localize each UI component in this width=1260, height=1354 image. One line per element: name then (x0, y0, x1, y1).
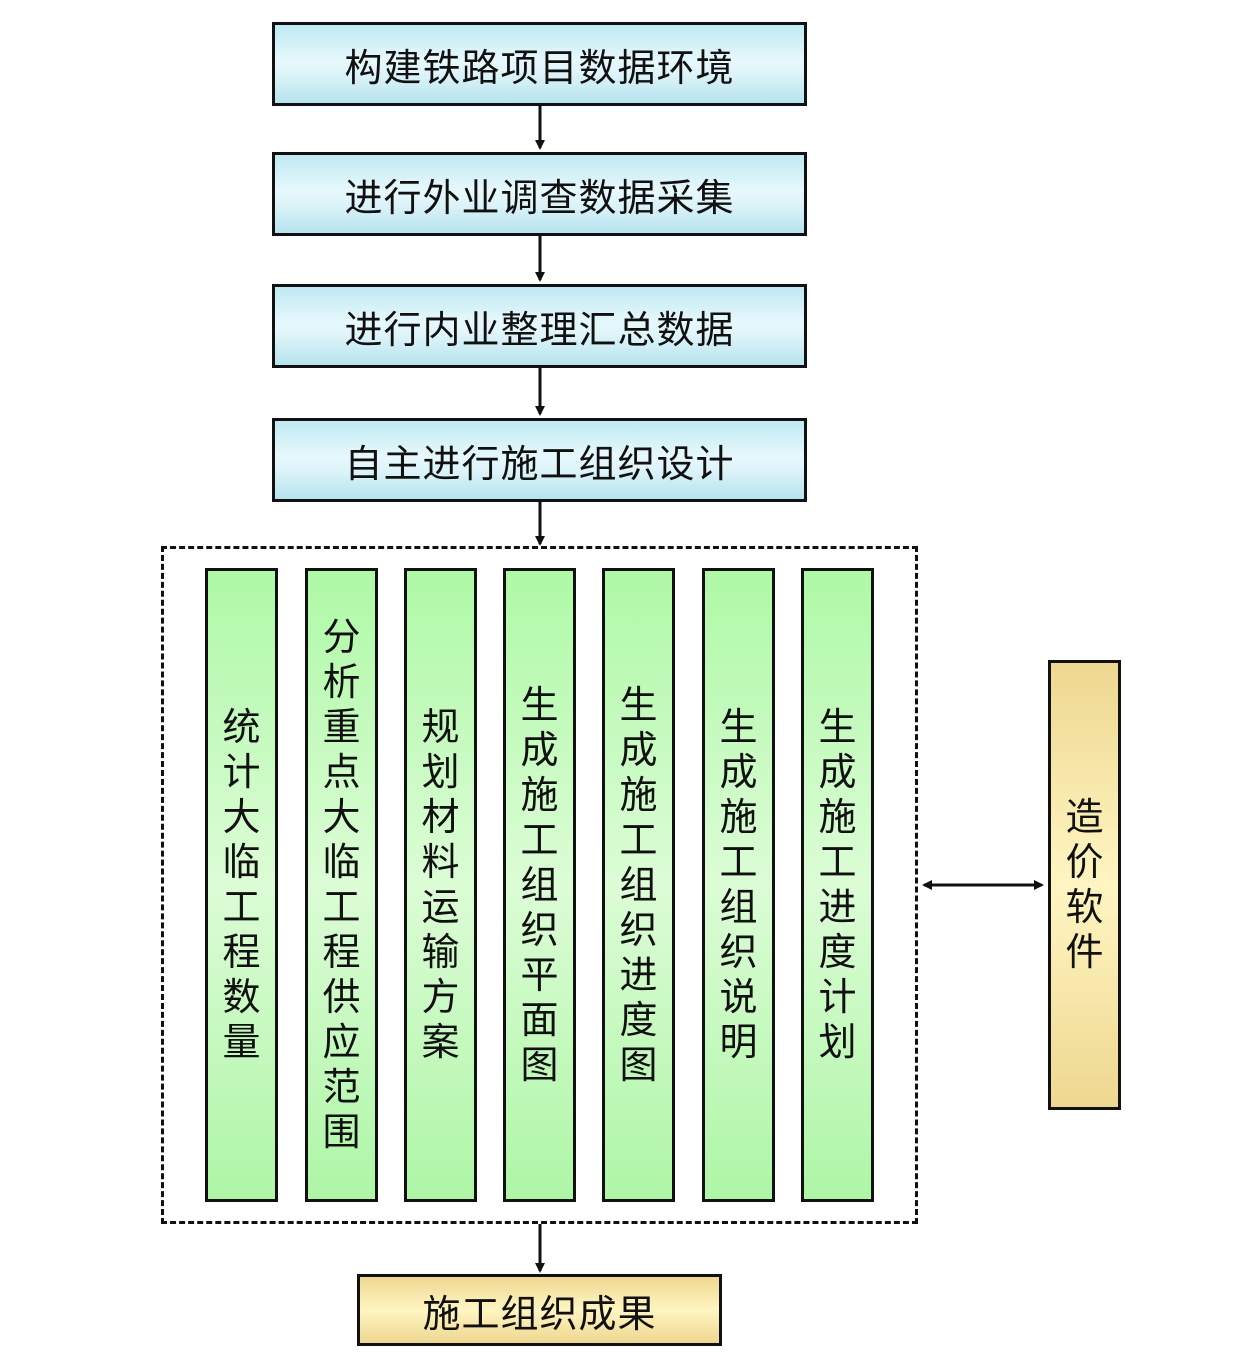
group-item-label: 生成施工进度计划 (818, 705, 857, 1064)
step-label: 进行外业调查数据采集 (344, 175, 735, 220)
group-item-schedule: 生成施工进度计划 (801, 568, 874, 1202)
group-item-label: 分析重点大临工程供应范围 (322, 615, 361, 1154)
step-construction-design: 自主进行施工组织设计 (272, 418, 807, 502)
design-output-group (161, 546, 918, 1224)
group-item-label: 生成施工组织平面图 (520, 682, 559, 1087)
group-item-site-plan: 生成施工组织平面图 (503, 568, 576, 1202)
step-label: 自主进行施工组织设计 (344, 441, 735, 486)
step-build-data-environment: 构建铁路项目数据环境 (272, 22, 807, 106)
group-item-label: 规划材料运输方案 (421, 705, 460, 1064)
step-label: 构建铁路项目数据环境 (344, 45, 735, 90)
step-field-survey: 进行外业调查数据采集 (272, 152, 807, 236)
cost-software-label: 造价软件 (1065, 795, 1104, 974)
group-item-label: 统计大临工程数量 (222, 705, 261, 1064)
cost-software-node: 造价软件 (1048, 660, 1121, 1110)
group-item-transport-plan: 规划材料运输方案 (404, 568, 477, 1202)
group-item-progress-chart: 生成施工组织进度图 (602, 568, 675, 1202)
group-item-temp-works-quantity: 统计大临工程数量 (205, 568, 278, 1202)
group-item-description: 生成施工组织说明 (702, 568, 775, 1202)
step-label: 进行内业整理汇总数据 (344, 307, 735, 352)
group-item-label: 生成施工组织说明 (719, 705, 758, 1064)
step-office-compile: 进行内业整理汇总数据 (272, 284, 807, 368)
group-item-supply-range: 分析重点大临工程供应范围 (305, 568, 378, 1202)
group-item-label: 生成施工组织进度图 (619, 682, 658, 1087)
result-label: 施工组织成果 (422, 1291, 657, 1336)
result-node: 施工组织成果 (357, 1274, 722, 1346)
